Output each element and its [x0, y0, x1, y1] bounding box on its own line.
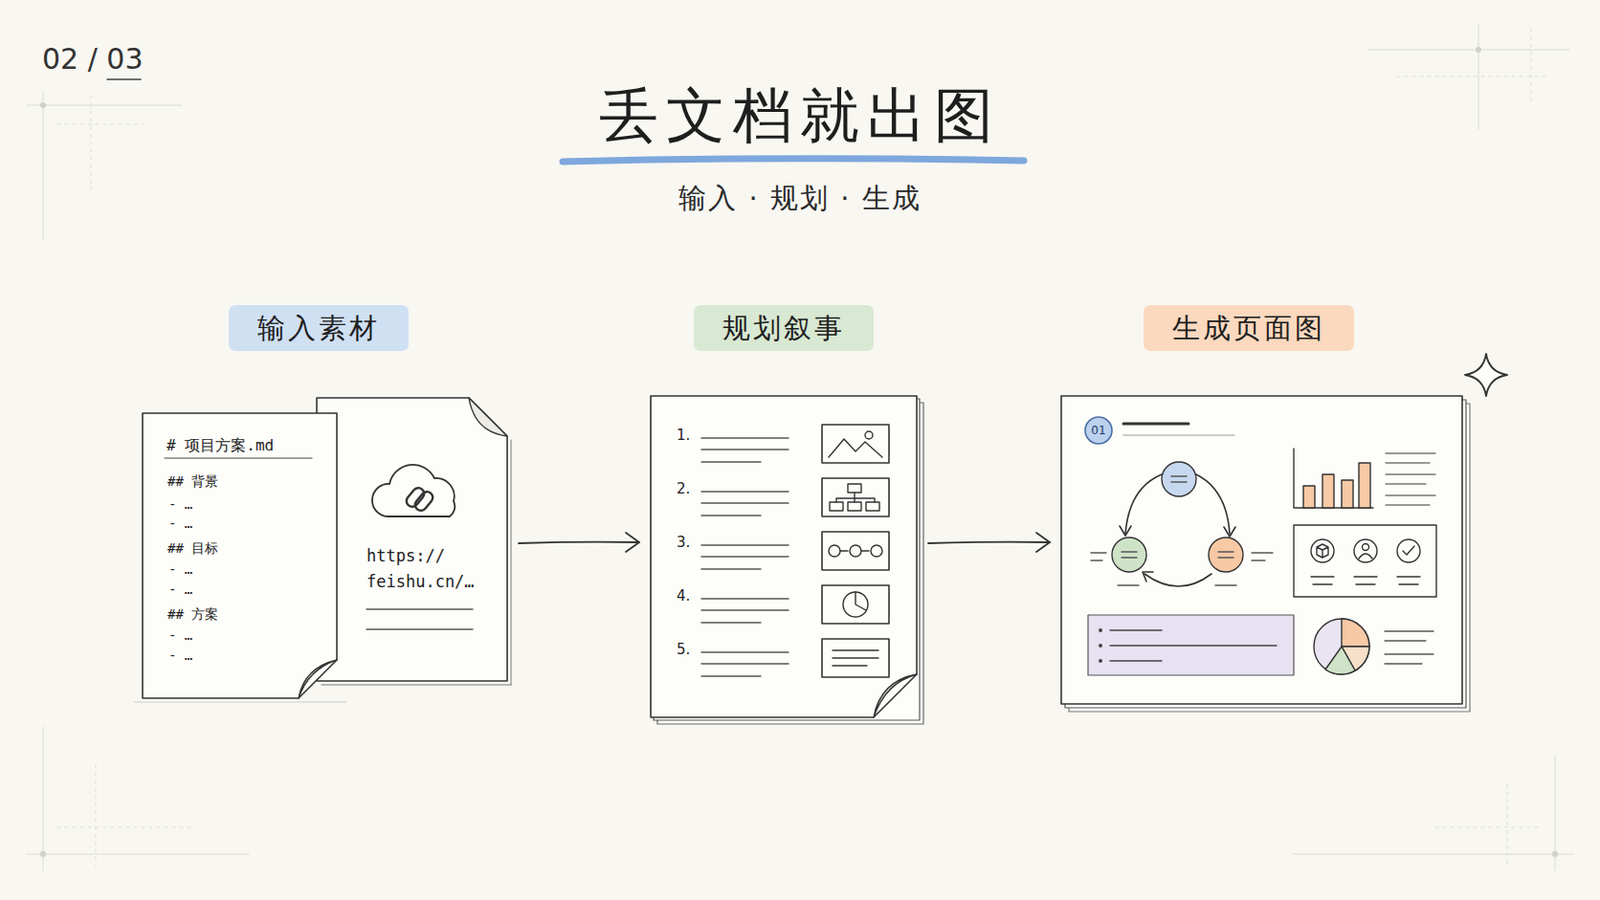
stage-label-text: 规划叙事	[722, 311, 845, 346]
node-text: 2.	[676, 480, 690, 498]
node-text: - …	[168, 627, 193, 645]
markdown-doc: # 项目方案.md ## 背景 - … - … ## 目标 - … - … ## 方案 - … -…	[142, 413, 337, 699]
node-text: 4.	[676, 587, 690, 605]
node-text: - …	[168, 496, 193, 513]
slide-title: 丢文档就出图	[599, 80, 1001, 152]
node-text: - …	[168, 581, 193, 599]
node-text: feishu.cn/…	[366, 572, 475, 592]
flow-arrow	[928, 533, 1050, 553]
link-doc: https:// feishu.cn/…	[316, 398, 508, 682]
node-text: 1.	[676, 426, 690, 445]
node-text: 01	[1090, 423, 1106, 438]
stage-label: 生成页面图	[1143, 305, 1355, 353]
node-text: 3.	[676, 533, 690, 552]
node-text: ## 背景	[167, 473, 219, 490]
stage-label: 规划叙事	[693, 305, 874, 353]
node-text: - …	[168, 561, 193, 578]
stage-label: 输入素材	[228, 305, 409, 353]
node-text: # 项目方案.md	[166, 436, 274, 455]
node-text: - …	[168, 647, 193, 665]
node-text: ## 目标	[167, 540, 219, 557]
outline-doc: 1. 2. 3. 4. 5.	[650, 396, 917, 718]
subtitle: 输入 · 规划 · 生成	[678, 181, 921, 216]
stage-label-text: 输入素材	[257, 311, 380, 346]
node-text: - …	[168, 515, 193, 533]
node-text: ## 方案	[167, 606, 219, 623]
page-counter: 02 / 03	[42, 42, 144, 77]
node-text: https://	[366, 546, 445, 566]
result-page: 01	[1061, 396, 1463, 705]
node-text: 5.	[676, 641, 690, 659]
flow-arrow	[518, 533, 640, 553]
stage-label-text: 生成页面图	[1172, 311, 1326, 346]
